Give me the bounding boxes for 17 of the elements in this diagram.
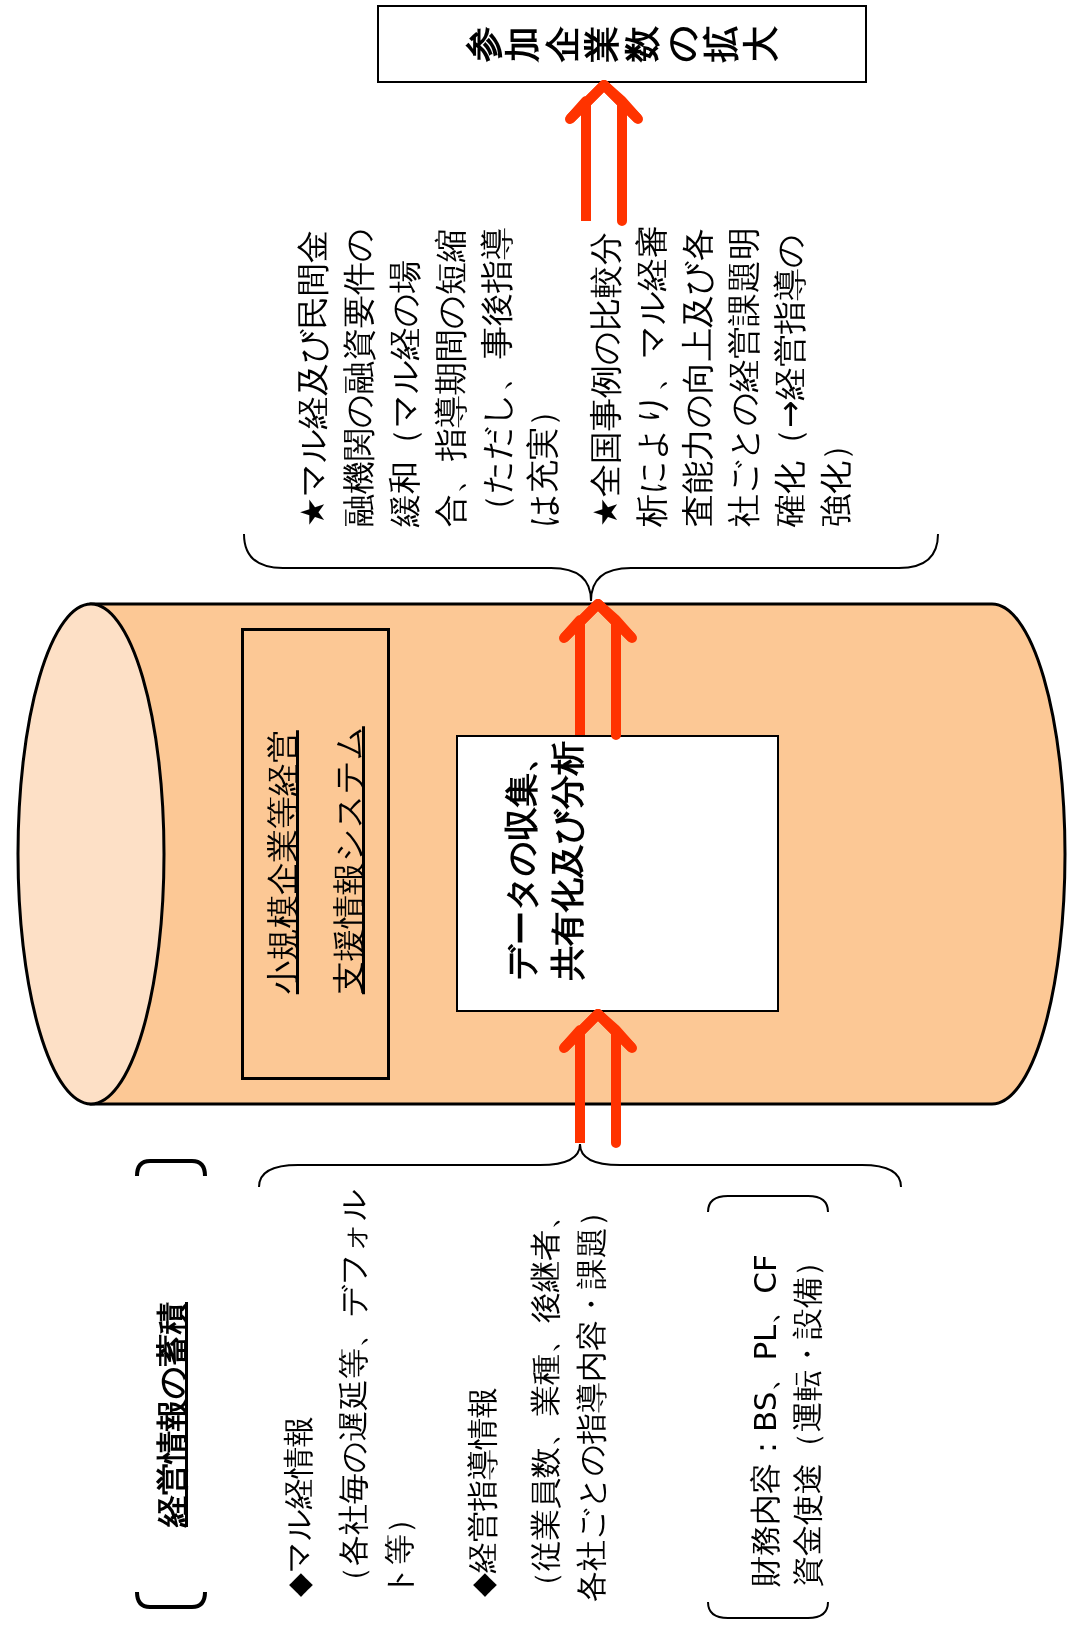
section-heading: 経営情報の蓄積 <box>152 1301 192 1527</box>
system-box: 小規模企業等経営支援情報システム <box>241 628 390 1080</box>
item-detail: 資金使途（運転・設備） <box>788 1245 826 1587</box>
item-detail: （従業員数、業種、後継者、各社ごとの指導内容・課題） <box>526 1195 610 1602</box>
note-text: ★マル経及び民間金融機関の融資要件の緩和（マル経の場合、指導期間の短縮（ただし、事後指導は充実） <box>290 221 566 527</box>
double-arrow <box>559 599 637 740</box>
curly-brace <box>258 1143 902 1187</box>
double-arrow <box>559 1009 637 1148</box>
bullet-item: ◆マル経情報 <box>279 1415 317 1597</box>
process-box: データの収集、共有化及び分析 <box>456 735 779 1012</box>
note-text: ★全国事例の比較分析により、マル経審査能力の向上及び各社ごとの経営課題明確化（→経営指導の強化） <box>583 221 859 527</box>
item-detail: 財務内容：BS、PL、CF <box>746 1253 784 1587</box>
goal-box: 参加企業数の拡大 <box>377 5 867 83</box>
curly-brace <box>243 534 939 602</box>
bullet-item: ◆経営指導情報 <box>463 1386 501 1597</box>
item-detail: （各社毎の遅延等、デフォルト等） <box>334 1188 418 1597</box>
double-arrow <box>565 80 643 226</box>
